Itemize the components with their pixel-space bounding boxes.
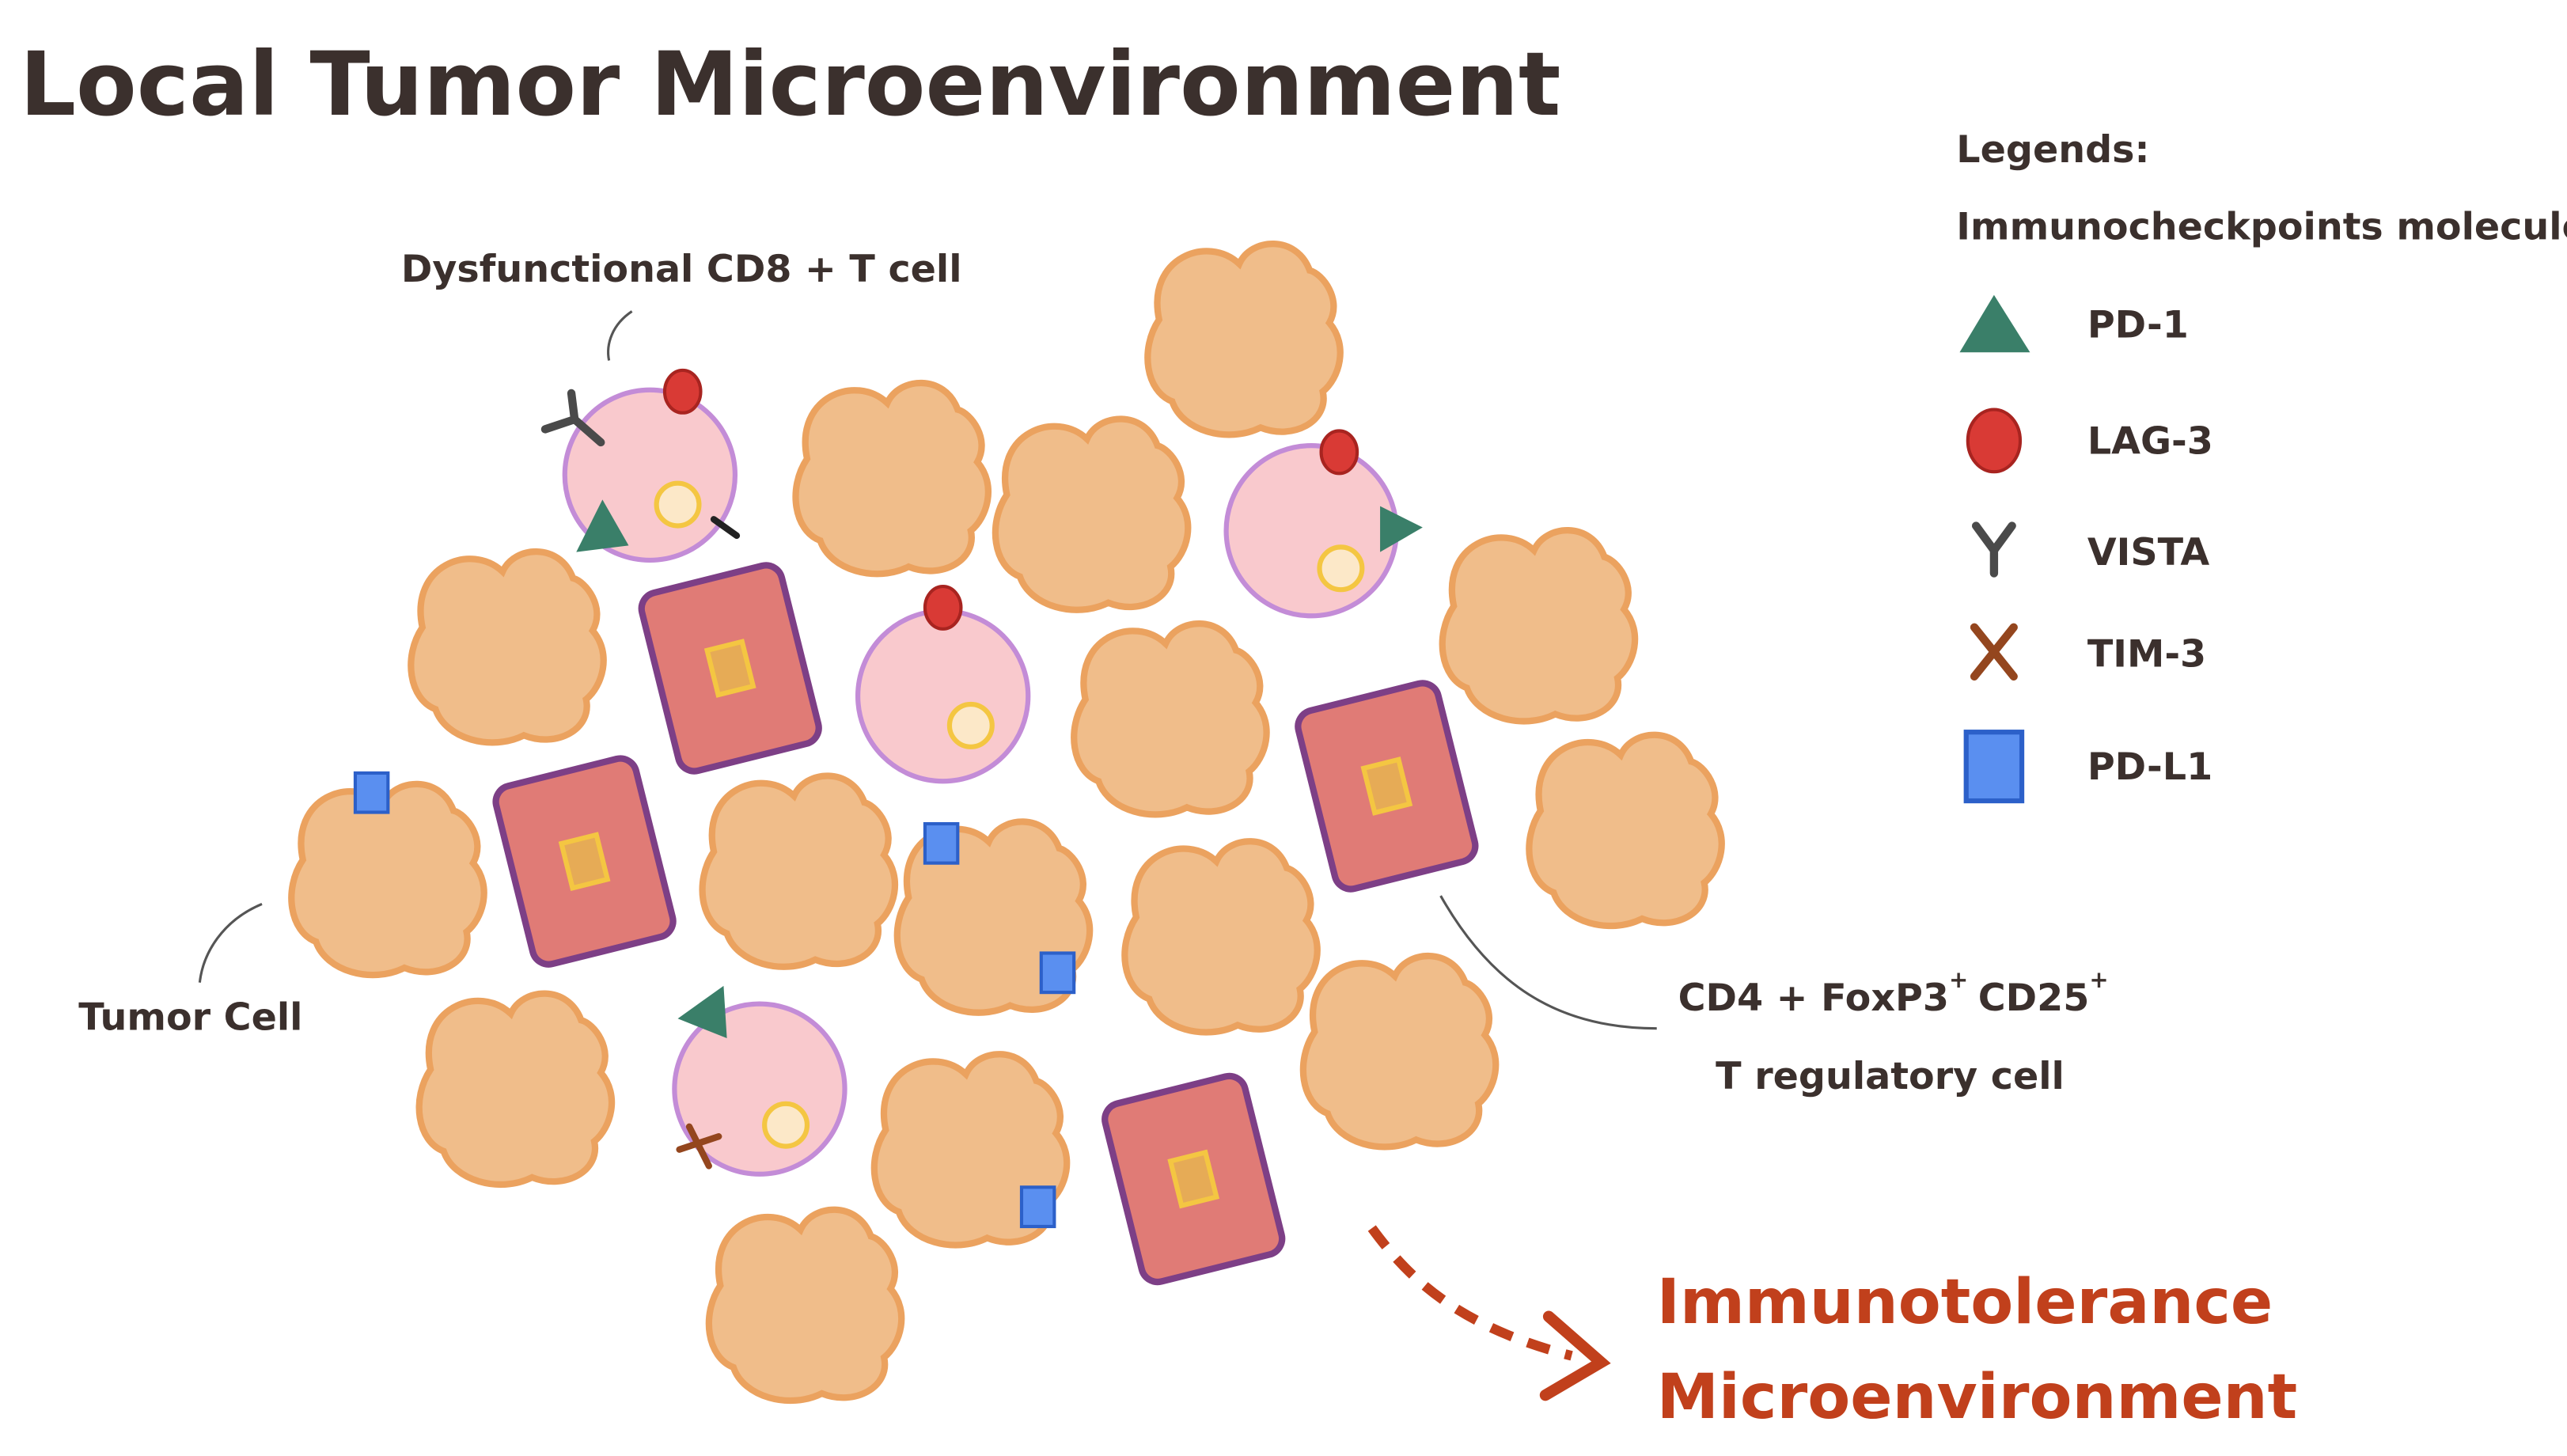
arrow-head-icon	[1539, 1310, 1611, 1401]
tumor-cell	[1124, 841, 1317, 1032]
legend-label-pdl1: PD-L1	[2087, 745, 2212, 789]
legend-heading: Legends:	[1956, 128, 2149, 172]
tcell-nucleus	[946, 701, 995, 749]
legend-label-tim3: TIM-3	[2087, 632, 2206, 676]
legend: Legends: Immunocheckpoints molecules PD-…	[1956, 128, 2567, 804]
legend-label-pd1: PD-1	[2087, 304, 2189, 347]
dashed-arrow	[1367, 1225, 1573, 1361]
treg-cell	[1101, 1072, 1286, 1286]
tumor-cell	[1443, 530, 1635, 721]
pd1-marker	[576, 499, 629, 552]
outcome-line1: Immunotolerance	[1657, 1265, 2273, 1338]
pdl1-marker	[923, 821, 960, 865]
tumor-cell	[703, 775, 895, 966]
tumor-cell	[1303, 956, 1496, 1147]
tim3-stub-marker	[710, 516, 741, 540]
tumor-cell	[1529, 735, 1721, 926]
pd1-marker	[677, 985, 727, 1039]
tumor-cell	[419, 994, 612, 1185]
tumor-cell	[1147, 244, 1340, 434]
y-icon	[1971, 521, 2016, 578]
treg-cells	[492, 562, 1479, 1286]
lag3-marker	[662, 368, 703, 415]
callout-lines	[198, 310, 1657, 1030]
tcell-nucleus	[1317, 544, 1365, 593]
tumor-cell	[995, 419, 1188, 609]
lag3-marker	[923, 584, 963, 631]
pdl1-marker	[353, 771, 390, 814]
lag3-marker	[1319, 429, 1359, 476]
tcell	[1223, 443, 1399, 619]
treg-nucleus	[1360, 756, 1413, 816]
triangle-icon	[1959, 294, 2030, 353]
page-title: Local Tumor Microenvironment	[20, 33, 1561, 136]
legend-subheading: Immunocheckpoints molecules	[1956, 205, 2567, 248]
vista-marker	[540, 389, 605, 447]
cd8-callout-line	[607, 310, 633, 361]
treg-cell	[492, 755, 677, 968]
treg-callout-line	[1439, 895, 1657, 1030]
pdl1-marker	[1039, 951, 1076, 995]
legend-label-vista: VISTA	[2087, 531, 2210, 574]
treg-cell	[638, 562, 822, 775]
outcome-line2: Microenvironment	[1657, 1360, 2298, 1433]
tumor-callout-line	[198, 902, 263, 983]
treg-label-b: CD25	[1978, 976, 2090, 1020]
treg-label-line2: T regulatory cell	[1716, 1055, 2065, 1098]
tumor-cell	[1074, 624, 1266, 814]
treg-label-a: CD4 + FoxP3	[1678, 976, 1949, 1020]
pdl1-marker	[1019, 1185, 1056, 1229]
tcell	[855, 608, 1031, 784]
square-icon	[1963, 730, 2025, 804]
treg-sup-1: +	[1949, 966, 1968, 993]
checkpoint-markers	[353, 368, 1423, 1229]
treg-nucleus	[1167, 1149, 1220, 1209]
tcell-nucleus	[762, 1101, 810, 1149]
tumor-cell	[411, 552, 603, 742]
tcell-nucleus	[654, 480, 702, 529]
treg-nucleus	[703, 639, 756, 698]
tumor-cell	[796, 383, 988, 574]
cd8-label: Dysfunctional CD8 + T cell	[401, 248, 962, 291]
legend-label-lag3: LAG-3	[2087, 419, 2213, 463]
tcell	[672, 1001, 847, 1177]
tumor-cell	[709, 1210, 901, 1401]
tcells	[562, 387, 1399, 1177]
x-icon	[1970, 623, 2018, 681]
treg-nucleus	[558, 832, 611, 891]
treg-sup-2: +	[2089, 966, 2108, 993]
pd1-marker	[1380, 506, 1423, 552]
treg-cell	[1295, 680, 1479, 893]
tumor-label: Tumor Cell	[78, 996, 302, 1040]
oval-icon	[1966, 408, 2023, 474]
treg-label-line1: CD4 + FoxP3+CD25+	[1678, 966, 2109, 1020]
tim3-marker	[676, 1123, 722, 1170]
